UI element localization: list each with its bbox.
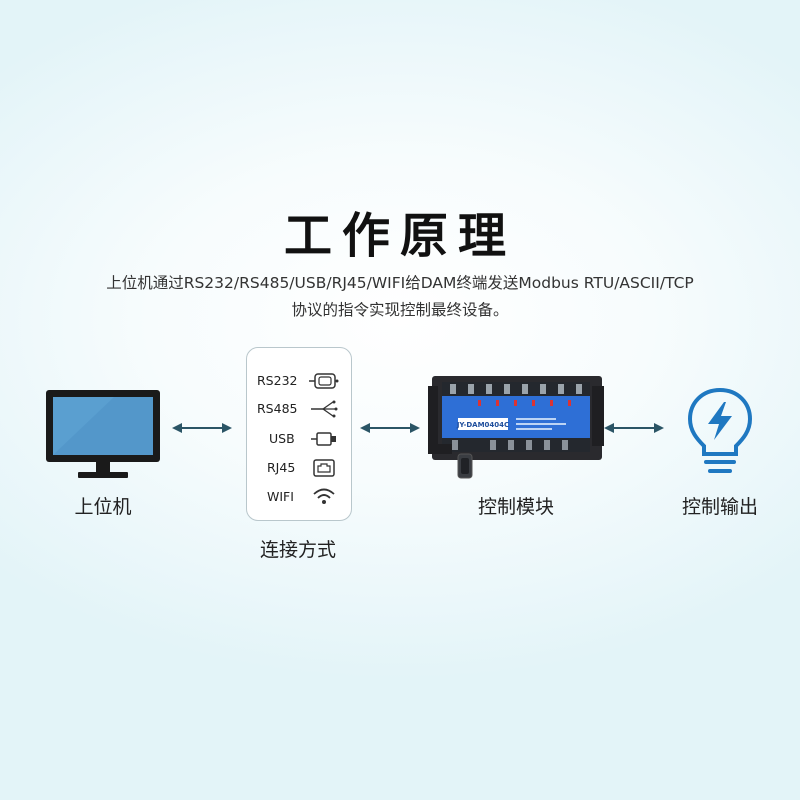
ethernet-port-icon [313, 459, 335, 477]
connection-label: WIFI [267, 489, 294, 504]
connection-usb: USB [247, 428, 351, 450]
description-line-1: 上位机通过RS232/RS485/USB/RJ45/WIFI给DAM终端发送Mo… [106, 274, 694, 292]
connection-rs485: RS485 [247, 398, 351, 420]
output-label: 控制输出 [681, 496, 758, 518]
connection-label: RS232 [257, 373, 298, 388]
monitor-icon [46, 390, 160, 478]
connection-wifi: WIFI [247, 486, 351, 508]
connection-rj45: RJ45 [247, 457, 351, 479]
arrow-connection-module [360, 423, 420, 433]
connection-label: RS485 [257, 401, 298, 416]
wire-split-icon [311, 400, 338, 418]
connection-card: RS232 RS485 USB RJ45 WIFI [246, 347, 352, 521]
db9-connector-icon [309, 373, 339, 389]
connection-rs232: RS232 [247, 370, 351, 392]
svg-text:JY-DAM0404C: JY-DAM0404C [456, 421, 509, 429]
control-module-device: JY-DAM0404C [428, 376, 604, 479]
host-label: 上位机 [74, 496, 132, 518]
module-label: 控制模块 [477, 496, 554, 518]
usb-plug-icon [311, 432, 336, 446]
wifi-icon [313, 488, 335, 504]
connection-label-title: 连接方式 [259, 539, 336, 561]
page-title: 工作原理 [283, 208, 516, 264]
lightbulb-icon [687, 387, 753, 473]
description: 上位机通过RS232/RS485/USB/RJ45/WIFI给DAM终端发送Mo… [40, 270, 760, 324]
description-line-2: 协议的指令实现控制最终设备。 [291, 301, 509, 319]
connection-label: USB [269, 431, 295, 446]
arrow-host-connection [172, 423, 232, 433]
arrow-module-output [604, 423, 664, 433]
connection-label: RJ45 [267, 460, 296, 475]
